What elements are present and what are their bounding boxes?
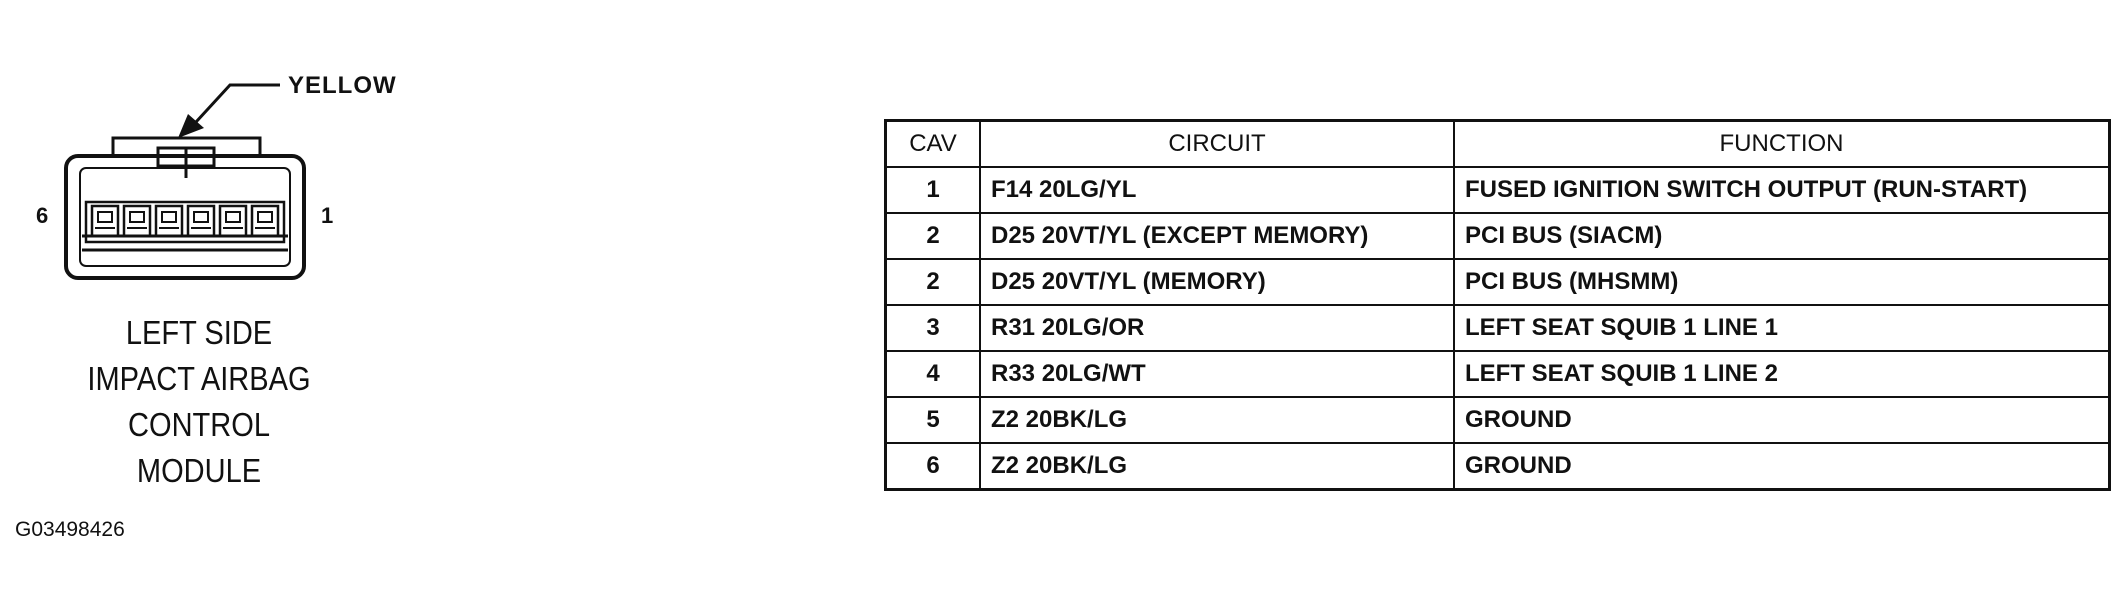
cell-cav: 2 [884, 258, 981, 306]
cell-cav: 2 [884, 212, 981, 260]
pin-number-left: 6 [36, 203, 49, 228]
terminal-cavity [250, 204, 280, 238]
yellow-callout-leader [194, 83, 280, 124]
callout-arrowhead [178, 114, 204, 138]
cell-cav: 6 [884, 442, 981, 491]
table-row: 5 Z2 20BK/LG GROUND [884, 396, 2111, 444]
module-name-line: MODULE [136, 452, 262, 489]
color-callout-label: YELLOW [288, 72, 397, 99]
cell-circuit: F14 20LG/YL [979, 166, 1455, 214]
cell-function: GROUND [1453, 396, 2111, 444]
latch-key [156, 146, 216, 178]
module-name-line: LEFT SIDE [125, 314, 273, 351]
cell-circuit: R31 20LG/OR [979, 304, 1455, 352]
cell-cav: 4 [884, 350, 981, 398]
connector-latch [111, 136, 262, 156]
header-circuit: CIRCUIT [979, 119, 1455, 168]
table-row: 3 R31 20LG/OR LEFT SEAT SQUIB 1 LINE 1 [884, 304, 2111, 352]
cell-function: GROUND [1453, 442, 2111, 491]
cell-cav: 1 [884, 166, 981, 214]
cell-function: LEFT SEAT SQUIB 1 LINE 1 [1453, 304, 2111, 352]
module-name-line: CONTROL [128, 406, 270, 443]
table-row: 6 Z2 20BK/LG GROUND [884, 442, 2111, 491]
pinout-table: CAV CIRCUIT FUNCTION 1 F14 20LG/YL FUSED… [884, 119, 2111, 491]
connector-inner-shell [79, 167, 291, 267]
cell-circuit: D25 20VT/YL (EXCEPT MEMORY) [979, 212, 1455, 260]
pin-number-right: 1 [321, 203, 334, 228]
cell-cav: 3 [884, 304, 981, 352]
terminal-cavity [90, 204, 120, 238]
cell-circuit: D25 20VT/YL (MEMORY) [979, 258, 1455, 306]
figure-id: G03498426 [15, 518, 125, 541]
terminal-cavity [218, 204, 248, 238]
cell-function: LEFT SEAT SQUIB 1 LINE 2 [1453, 350, 2111, 398]
header-cav: CAV [884, 119, 981, 168]
cell-circuit: Z2 20BK/LG [979, 442, 1455, 491]
table-header-row: CAV CIRCUIT FUNCTION [884, 119, 2111, 168]
table-row: 1 F14 20LG/YL FUSED IGNITION SWITCH OUTP… [884, 166, 2111, 214]
cell-cav: 5 [884, 396, 981, 444]
table-row: 2 D25 20VT/YL (MEMORY) PCI BUS (MHSMM) [884, 258, 2111, 306]
connector-housing [64, 154, 306, 280]
connector-base-stripes [82, 234, 288, 252]
module-name-line: IMPACT AIRBAG [87, 360, 311, 397]
cell-function: PCI BUS (MHSMM) [1453, 258, 2111, 306]
terminal-cavity [122, 204, 152, 238]
cell-function: FUSED IGNITION SWITCH OUTPUT (RUN-START) [1453, 166, 2111, 214]
header-function: FUNCTION [1453, 119, 2111, 168]
table-row: 4 R33 20LG/WT LEFT SEAT SQUIB 1 LINE 2 [884, 350, 2111, 398]
terminal-cavity [186, 204, 216, 238]
cell-function: PCI BUS (SIACM) [1453, 212, 2111, 260]
terminal-cavity [154, 204, 184, 238]
cell-circuit: Z2 20BK/LG [979, 396, 1455, 444]
cell-circuit: R33 20LG/WT [979, 350, 1455, 398]
module-name: LEFT SIDE IMPACT AIRBAG CONTROL MODULE [59, 310, 339, 494]
table-row: 2 D25 20VT/YL (EXCEPT MEMORY) PCI BUS (S… [884, 212, 2111, 260]
